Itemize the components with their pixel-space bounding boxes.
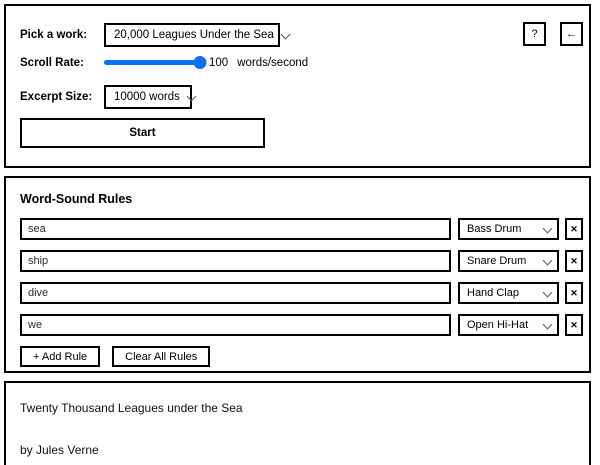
rule-sound-value: Hand Clap xyxy=(467,287,519,299)
scroll-rate-value: 100 xyxy=(209,57,229,69)
slider-fill xyxy=(104,60,200,65)
clear-all-rules-button[interactable]: Clear All Rules xyxy=(112,346,211,367)
rule-sound-value: Bass Drum xyxy=(467,223,522,235)
excerpt-size-select[interactable]: 10000 words xyxy=(104,85,192,109)
rule-row: Hand Clap ✕ xyxy=(20,282,583,304)
scroll-rate-slider[interactable] xyxy=(104,54,207,72)
work-selector-row: Pick a work: 20,000 Leagues Under the Se… xyxy=(20,23,280,47)
scroll-rate-label: Scroll Rate: xyxy=(20,57,84,69)
slider-thumb[interactable] xyxy=(193,56,207,69)
word-sound-rules-panel: Word-Sound Rules Bass Drum ✕ Snare Drum … xyxy=(4,176,591,373)
add-rule-button[interactable]: + Add Rule xyxy=(20,346,101,367)
excerpt-size-label: Excerpt Size: xyxy=(20,91,93,103)
chevron-down-icon xyxy=(544,321,553,330)
rule-sound-value: Snare Drum xyxy=(467,255,527,267)
pick-a-work-label: Pick a work: xyxy=(20,29,88,41)
rule-word-input[interactable] xyxy=(20,282,451,304)
rule-sound-select[interactable]: Hand Clap xyxy=(458,282,559,304)
chevron-down-icon xyxy=(188,93,197,102)
delete-rule-button[interactable]: ✕ xyxy=(565,314,583,336)
pick-a-work-select[interactable]: 20,000 Leagues Under the Sea xyxy=(104,23,280,47)
pick-a-work-value: 20,000 Leagues Under the Sea xyxy=(114,29,274,41)
scroll-rate-units: words/second xyxy=(237,57,309,69)
back-button[interactable]: ← xyxy=(560,22,583,46)
rule-word-input[interactable] xyxy=(20,314,451,336)
rule-sound-select[interactable]: Open Hi-Hat xyxy=(458,314,559,336)
rule-sound-value: Open Hi-Hat xyxy=(467,319,529,331)
rule-word-input[interactable] xyxy=(20,218,451,240)
rules-actions: + Add Rule Clear All Rules xyxy=(20,346,211,367)
delete-rule-button[interactable]: ✕ xyxy=(565,282,583,304)
excerpt-size-row: Excerpt Size: 10000 words xyxy=(20,85,192,109)
chevron-down-icon xyxy=(282,31,291,40)
settings-panel: Pick a work: 20,000 Leagues Under the Se… xyxy=(4,4,591,168)
delete-rule-button[interactable]: ✕ xyxy=(565,250,583,272)
chevron-down-icon xyxy=(544,257,553,266)
rule-row: Open Hi-Hat ✕ xyxy=(20,314,583,336)
work-title: Twenty Thousand Leagues under the Sea xyxy=(20,401,243,415)
scroll-rate-row: Scroll Rate: 100 words/second xyxy=(20,54,308,72)
rule-sound-select[interactable]: Snare Drum xyxy=(458,250,559,272)
help-button[interactable]: ? xyxy=(523,22,546,46)
chevron-down-icon xyxy=(544,225,553,234)
rule-sound-select[interactable]: Bass Drum xyxy=(458,218,559,240)
rules-section-title: Word-Sound Rules xyxy=(20,192,133,206)
start-button[interactable]: Start xyxy=(20,118,265,148)
work-author: by Jules Verne xyxy=(20,443,99,457)
rule-row: Bass Drum ✕ xyxy=(20,218,583,240)
chevron-down-icon xyxy=(544,289,553,298)
excerpt-text-panel: Twenty Thousand Leagues under the Sea by… xyxy=(4,381,591,465)
rule-row: Snare Drum ✕ xyxy=(20,250,583,272)
excerpt-size-value: 10000 words xyxy=(114,91,180,103)
rule-word-input[interactable] xyxy=(20,250,451,272)
delete-rule-button[interactable]: ✕ xyxy=(565,218,583,240)
